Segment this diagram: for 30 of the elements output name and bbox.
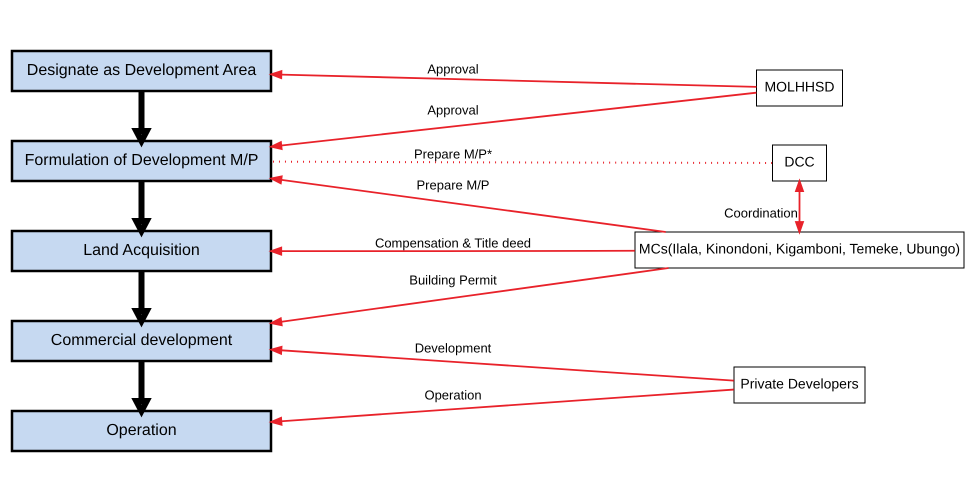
- arrow: [131, 181, 152, 238]
- node-box: DCC: [772, 144, 827, 182]
- edge-label: Development: [414, 340, 492, 356]
- arrow: [268, 246, 635, 256]
- arrow: [131, 91, 152, 148]
- node-box: Commercial development: [10, 320, 272, 362]
- arrow: [131, 361, 152, 418]
- edge-label: Building Permit: [409, 272, 497, 288]
- edge-label: Approval: [427, 61, 479, 76]
- edge-label: Prepare M/P*: [414, 146, 492, 162]
- node-box: MCs(Ilala, Kinondoni, Kigamboni, Temeke, Ubungo): [634, 232, 964, 268]
- node-box: Operation: [10, 410, 272, 452]
- arrow: [268, 175, 666, 233]
- arrow: [268, 388, 734, 426]
- edge-label: Operation: [424, 387, 482, 402]
- arrow: [794, 178, 804, 235]
- edge-label: Coordination: [724, 205, 798, 220]
- arrow: [131, 271, 152, 328]
- node-box: Formulation of Development M/P: [10, 140, 272, 182]
- arrow: [268, 92, 756, 150]
- edge-label: Compensation & Title deed: [374, 235, 532, 250]
- node-box: Private Developers: [734, 366, 866, 404]
- edge-label: Prepare M/P: [416, 177, 490, 192]
- arrow: [268, 267, 669, 326]
- edge-label: Approval: [427, 102, 479, 118]
- node-box: MOLHHSD: [756, 70, 843, 106]
- arrow: [268, 70, 756, 88]
- node-box: Designate as Development Area: [10, 50, 272, 92]
- arrow: [268, 346, 734, 382]
- node-box: Land Acquisition: [10, 230, 272, 272]
